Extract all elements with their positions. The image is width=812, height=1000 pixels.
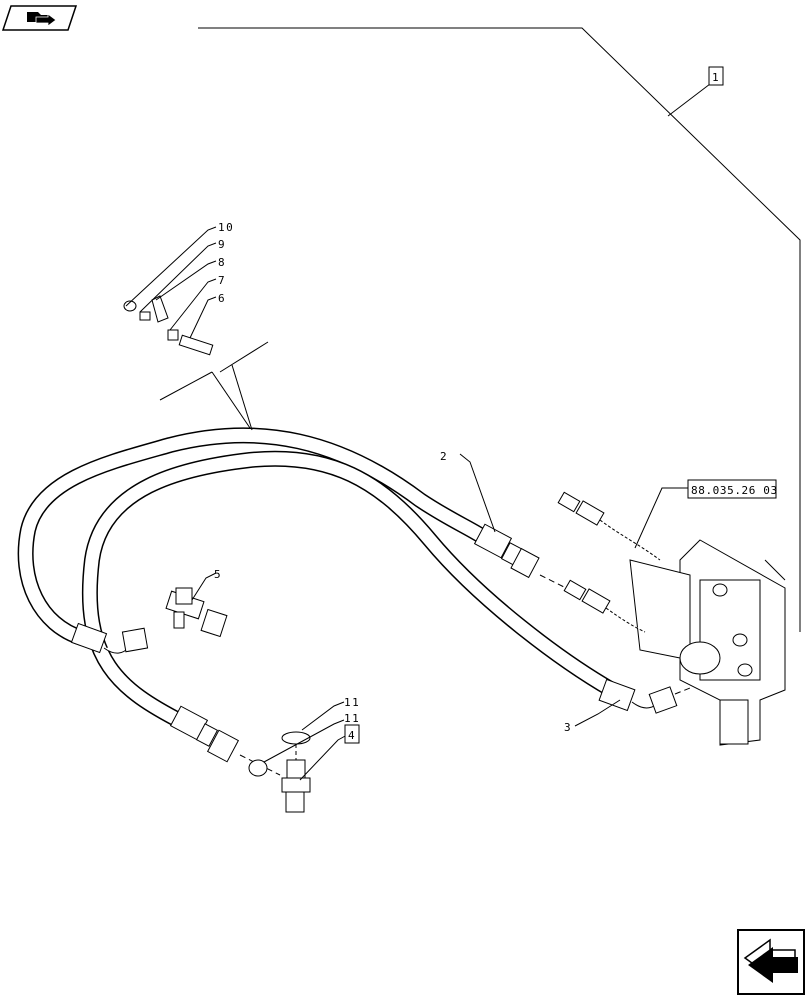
hose-fitting-left-upper bbox=[70, 622, 149, 654]
leader-1 bbox=[667, 83, 711, 117]
svg-text:1: 1 bbox=[712, 71, 720, 84]
callout-10: 10 bbox=[218, 221, 234, 234]
hose-fitting-left-lower bbox=[169, 705, 281, 776]
next-page-arrow-icon[interactable] bbox=[737, 929, 805, 995]
leader-lines bbox=[125, 226, 690, 781]
svg-text:88.035.26 03: 88.035.26 03 bbox=[691, 484, 778, 497]
callout-4: 4 bbox=[344, 724, 360, 744]
hose-upper bbox=[17, 427, 496, 646]
callout-11-upper: 11 bbox=[344, 696, 360, 709]
tee-fitting-4 bbox=[248, 731, 311, 813]
reference-label: 88.035.26 03 bbox=[687, 479, 778, 499]
callout-11-lower: 11 bbox=[344, 712, 360, 725]
hose-fitting-2 bbox=[473, 523, 581, 596]
callout-1: 1 bbox=[708, 66, 724, 86]
callout-8: 8 bbox=[218, 256, 226, 269]
callout-2: 2 bbox=[440, 450, 448, 463]
clip-hardware bbox=[123, 295, 214, 356]
valve-block bbox=[629, 539, 786, 746]
hose-fitting-3 bbox=[598, 678, 701, 714]
callout-5: 5 bbox=[214, 568, 222, 581]
svg-text:4: 4 bbox=[348, 729, 356, 742]
callout-6: 6 bbox=[218, 292, 226, 305]
wiring-harness bbox=[557, 491, 661, 633]
callout-3: 3 bbox=[564, 721, 572, 734]
callout-9: 9 bbox=[218, 238, 226, 251]
folder-arrow-icon[interactable] bbox=[1, 5, 78, 31]
callout-7: 7 bbox=[218, 274, 226, 287]
tee-fitting-5 bbox=[165, 587, 228, 638]
assembly-bracket-line bbox=[198, 27, 801, 632]
hose-lower bbox=[81, 450, 620, 730]
